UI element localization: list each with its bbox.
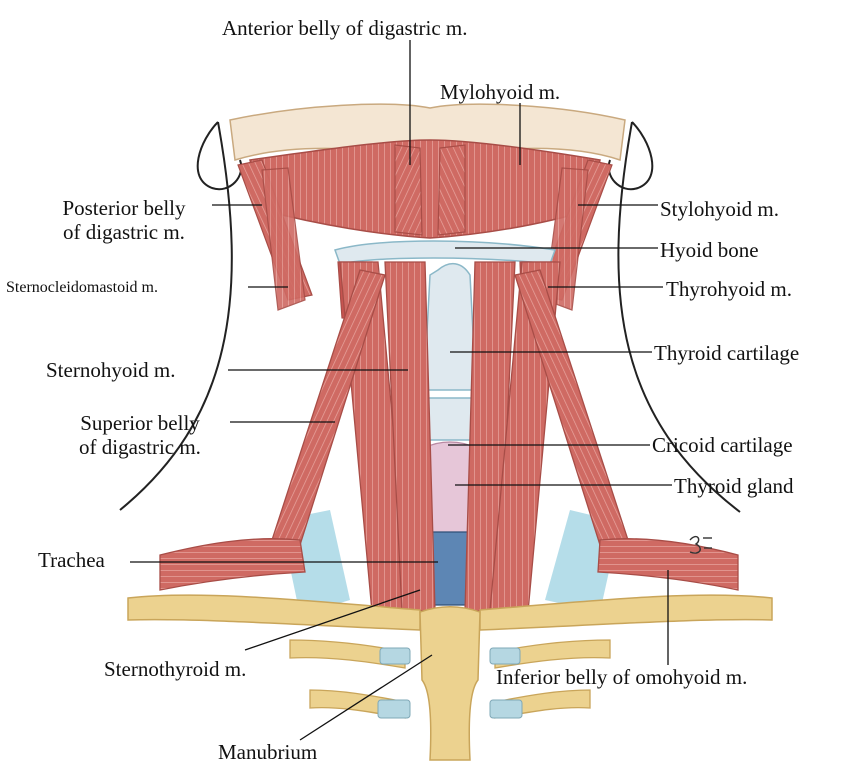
label-thyrohyoid: Thyrohyoid m.	[666, 277, 792, 301]
label-thyroid-cartilage: Thyroid cartilage	[654, 341, 800, 365]
label-sternohyoid: Sternohyoid m.	[46, 358, 176, 382]
label-sternocleidomastoid: Sternocleidomastoid m.	[6, 279, 158, 296]
anterior-belly-digastric-left	[394, 144, 423, 236]
cricoid-cartilage	[423, 397, 477, 441]
leader-lines	[130, 40, 672, 741]
label-hyoid-bone: Hyoid bone	[660, 238, 759, 262]
sternocleidomastoid-left	[261, 167, 306, 311]
label-thyroid-gland: Thyroid gland	[674, 474, 794, 498]
label-inferior-belly-omohyoid: Inferior belly of omohyoid m.	[496, 665, 748, 689]
label-sternothyroid: Sternothyroid m.	[104, 657, 247, 681]
manubrium-bone	[419, 606, 481, 761]
costal-cartilages	[377, 647, 523, 719]
label-posterior-belly-line1: Posterior belly	[62, 196, 186, 220]
label-superior-belly-line2: of digastric m.	[79, 435, 201, 459]
mylohyoid-muscle	[249, 139, 601, 239]
label-superior-belly-digastric: Superior belly of digastric m.	[52, 411, 228, 459]
label-stylohyoid: Stylohyoid m.	[660, 197, 780, 221]
label-trachea: Trachea	[38, 548, 105, 572]
hyoid-bone	[334, 240, 557, 265]
label-manubrium: Manubrium	[218, 740, 318, 764]
thyroid-cartilage	[423, 263, 477, 391]
neck-skin-outline	[119, 121, 741, 513]
label-posterior-belly-line2: of digastric m.	[63, 220, 185, 244]
label-superior-belly-line1: Superior belly	[80, 411, 200, 435]
label-posterior-belly-digastric: Posterior belly of digastric m.	[36, 196, 212, 244]
clavicle-right	[479, 594, 773, 631]
trachea	[431, 531, 469, 606]
label-mylohyoid: Mylohyoid m.	[440, 80, 561, 104]
inferior-belly-omohyoid-left	[159, 538, 306, 591]
inferior-belly-omohyoid-right	[597, 538, 739, 591]
anterior-belly-digastric-right	[437, 144, 466, 236]
label-anterior-belly-digastric: Anterior belly of digastric m.	[222, 16, 468, 40]
label-cricoid-cartilage: Cricoid cartilage	[652, 433, 793, 457]
artist-signature	[689, 535, 712, 554]
